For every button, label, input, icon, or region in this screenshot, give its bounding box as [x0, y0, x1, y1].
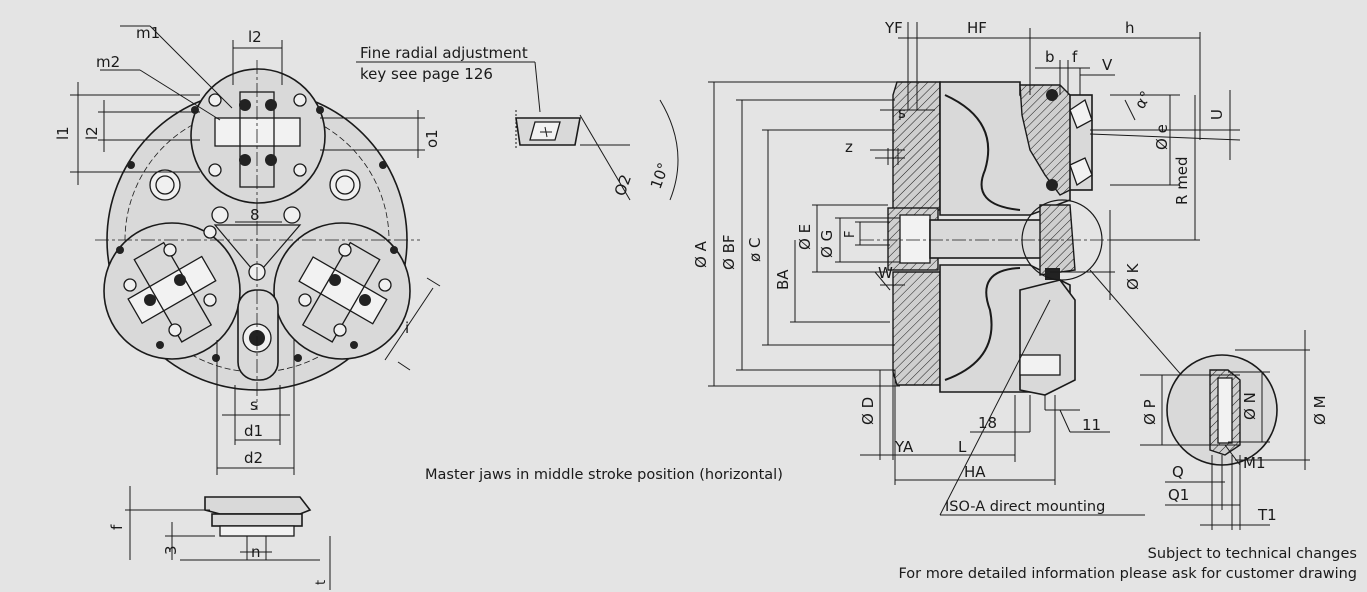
- jaw-right-slot: [298, 256, 388, 325]
- sec-label-s: s: [898, 104, 906, 122]
- key-detail: [356, 61, 679, 201]
- bore-left: [149, 169, 181, 201]
- label-d1: d1: [244, 422, 263, 440]
- jaw-right-rail: [301, 241, 381, 343]
- jaw-detail-base: [219, 525, 295, 537]
- jaw-left-slot: [127, 255, 217, 325]
- front-view: [70, 25, 441, 475]
- jaw-detail: [125, 486, 331, 590]
- sec-label-b: b: [1045, 48, 1055, 66]
- sec-label-V: V: [1102, 56, 1113, 74]
- sec-label-BA: BA: [774, 269, 792, 290]
- sec-label-alpha: α°: [1131, 88, 1155, 112]
- jaw-label-t: t: [314, 580, 329, 585]
- sec-label-11: 11: [1082, 416, 1101, 434]
- sec-label-z: z: [845, 138, 853, 156]
- jaw-label-n: n: [251, 543, 261, 561]
- sec-label-A: Ø A: [692, 240, 710, 268]
- sec-label-W: W: [878, 264, 893, 282]
- label-l2-top: l2: [248, 28, 262, 46]
- thread-label-T1: T1: [1257, 506, 1277, 524]
- jaw-detail-top: [204, 496, 312, 515]
- thread-detail: [1140, 330, 1310, 530]
- key-note-line1: Fine radial adjustment: [360, 44, 528, 62]
- top-jaw-section: [1019, 84, 1081, 196]
- jaw-left-rail: [133, 241, 213, 343]
- note-subject-changes: Subject to technical changes: [1148, 546, 1357, 562]
- note-iso-mounting: ISO-A direct mounting: [945, 499, 1105, 515]
- thread-label-P: Ø P: [1141, 399, 1159, 425]
- note-customer-drawing: For more detailed information please ask…: [898, 566, 1357, 582]
- sec-label-YF: YF: [884, 19, 903, 37]
- thread-label-N: Ø N: [1241, 392, 1259, 420]
- sec-label-U: U: [1208, 109, 1226, 120]
- label-l2-left: l2: [83, 126, 101, 140]
- sec-label-18: 18: [978, 414, 997, 432]
- sec-label-e: Ø e: [1153, 124, 1171, 150]
- detail-callout-circle: [1021, 199, 1103, 281]
- jaw-bolts: [123, 93, 392, 337]
- center-triangle: [213, 224, 302, 276]
- jaw-top-slot: [214, 117, 301, 147]
- thread-label-M1: M1: [1243, 454, 1266, 472]
- sec-label-F: F: [843, 231, 858, 238]
- sec-label-BF: Ø BF: [720, 235, 738, 271]
- key-note-line2: key see page 126: [360, 65, 493, 83]
- key-label-o2: O2: [611, 172, 635, 198]
- jaw-label-3: 3: [162, 545, 180, 555]
- lower-jaw: [1019, 279, 1076, 396]
- thread-label-Q: Q: [1172, 463, 1184, 481]
- draw-tube: [929, 219, 1056, 259]
- label-m2: m2: [96, 53, 120, 71]
- label-i: i: [405, 319, 409, 337]
- thread-label-M: Ø M: [1311, 395, 1329, 425]
- jaw-label-f: f: [108, 524, 126, 530]
- sec-label-D: Ø D: [859, 397, 877, 425]
- sec-label-K: Ø K: [1124, 262, 1142, 290]
- sec-label-L: L: [958, 438, 967, 456]
- label-d2: d2: [244, 449, 263, 467]
- label-o1: o1: [423, 129, 441, 148]
- sec-label-C: ø C: [746, 238, 764, 262]
- sec-label-R-med: R med: [1173, 156, 1191, 205]
- sec-label-h: h: [1125, 19, 1135, 37]
- label-l1: l1: [54, 126, 72, 140]
- jaw-detail-mid: [211, 513, 303, 527]
- note-master-jaws: Master jaws in middle stroke position (h…: [425, 467, 783, 483]
- key-label-angle: 10°: [647, 160, 673, 191]
- sec-label-HF: HF: [967, 19, 987, 37]
- sec-label-YA: YA: [894, 438, 914, 456]
- bore-right: [329, 169, 361, 201]
- thread-label-Q1: Q1: [1168, 486, 1189, 504]
- label-s: s: [250, 396, 258, 414]
- label-m1: m1: [136, 24, 160, 42]
- sec-label-E: Ø E: [796, 224, 814, 250]
- label-8: 8: [250, 206, 260, 224]
- flange-lower: [892, 271, 941, 386]
- sec-label-HA: HA: [964, 463, 986, 481]
- section-view: [708, 22, 1241, 516]
- sec-label-G: Ø G: [818, 230, 836, 258]
- sec-label-f: f: [1072, 48, 1078, 66]
